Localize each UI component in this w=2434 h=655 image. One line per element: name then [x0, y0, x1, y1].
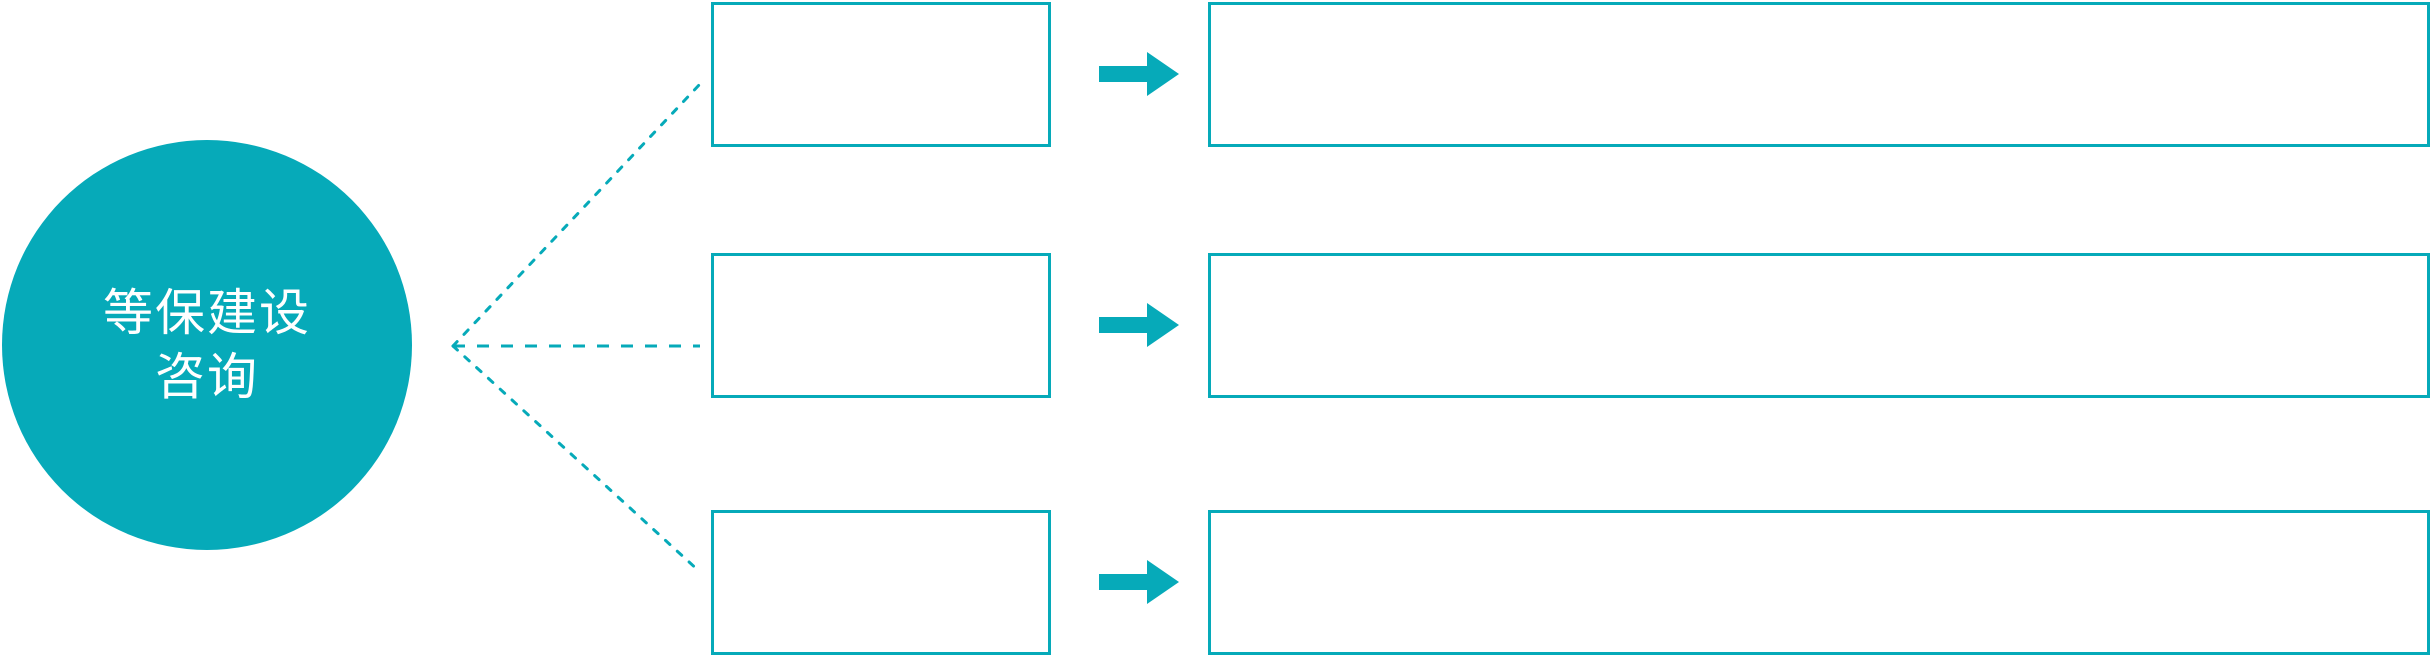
hub-label: 等保建设 咨询	[103, 285, 311, 405]
right-arrow-icon-row-1	[1099, 52, 1179, 96]
right-arrow-icon-row-2	[1099, 303, 1179, 347]
right-arrow-icon-row-3	[1099, 560, 1179, 604]
stage-box-row-2[interactable]	[711, 253, 1051, 398]
stage-box-row-1[interactable]	[711, 2, 1051, 147]
detail-box-row-1[interactable]	[1208, 2, 2430, 147]
flow-row-2	[0, 253, 2434, 398]
flow-row-3	[0, 510, 2434, 655]
flow-row-1	[0, 2, 2434, 147]
detail-box-row-2[interactable]	[1208, 253, 2430, 398]
hub-circle[interactable]: 等保建设 咨询	[2, 140, 412, 550]
stage-box-row-3[interactable]	[711, 510, 1051, 655]
detail-box-row-3[interactable]	[1208, 510, 2430, 655]
